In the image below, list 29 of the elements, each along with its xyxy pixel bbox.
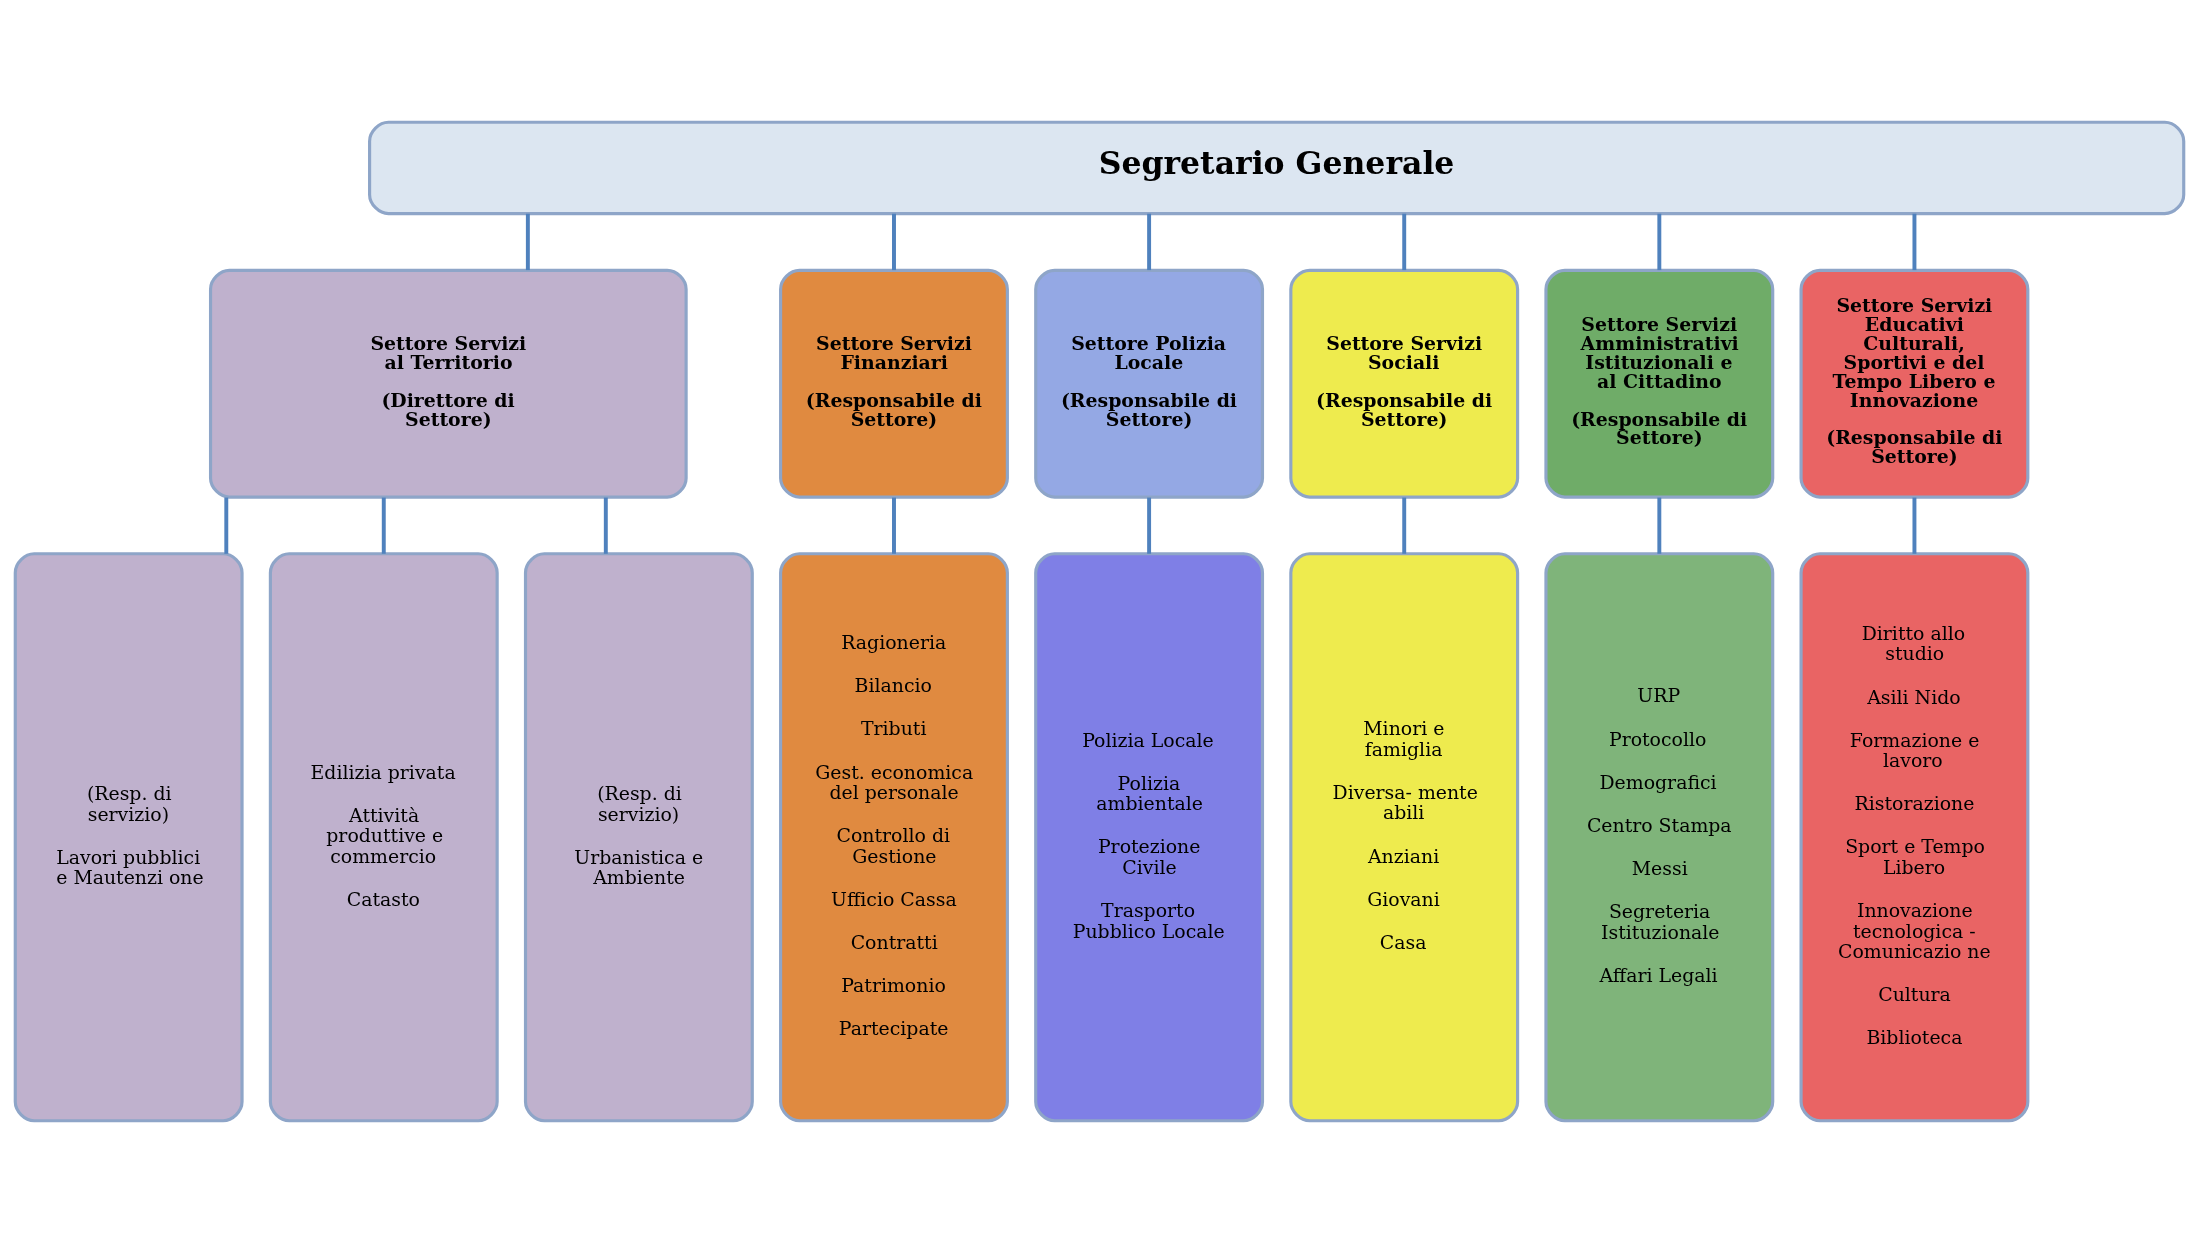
connector <box>1147 497 1152 554</box>
connector <box>525 213 530 271</box>
node-box: Diritto allo studio Asili Nido Formazione e lavoro Ristorazione Sport e Tempo Libero Innovazione tecnologica - Comunicazio ne Cultura Biblioteca <box>1799 552 2030 1123</box>
node-box: Settore Servizi Amministrativi Istituzionali e al Cittadino (Responsabile di Settore) <box>1544 268 1775 499</box>
connector <box>892 213 896 271</box>
node-box: Edilizia privata Attività produttive e commercio Catasto <box>268 552 499 1123</box>
connector <box>603 497 608 554</box>
node-box: Settore Polizia Locale (Responsabile di Settore) <box>1034 268 1265 499</box>
node-box: URP Protocollo Demografici Centro Stampa Messi Segreteria Istituzionale Affari Legali <box>1544 552 1775 1123</box>
connector <box>1657 213 1662 271</box>
node-box: (Resp. di servizio) Urbanistica e Ambiente <box>523 552 754 1123</box>
connector <box>1402 497 1407 554</box>
connector <box>892 497 896 554</box>
node-box: (Resp. di servizio) Lavori pubblici e Mautenzi one <box>13 552 244 1123</box>
node-box: Settore Servizi Finanziari (Responsabile di Settore) <box>779 268 1009 499</box>
node-box: Segretario Generale <box>368 120 2186 216</box>
node-box: Settore Servizi Educativi Culturali, Sportivi e del Tempo Libero e Innovazione (Responsabile di Settore) <box>1799 268 2030 499</box>
connector <box>1912 497 1917 554</box>
connector <box>1402 213 1407 271</box>
connector <box>1912 213 1917 271</box>
node-box: Settore Servizi Sociali (Responsabile di Settore) <box>1289 268 1520 499</box>
connector <box>224 497 229 554</box>
node-box: Settore Servizi al Territorio (Direttore di Settore) <box>208 268 688 499</box>
node-box: Ragioneria Bilancio Tributi Gest. economica del personale Controllo di Gestione Ufficio Cassa Contratti Patrimonio Partecipate <box>779 552 1009 1123</box>
connector <box>1657 497 1662 554</box>
connector <box>381 497 386 554</box>
connector <box>1147 213 1152 271</box>
node-box: Polizia Locale Polizia ambientale Protezione Civile Trasporto Pubblico Locale <box>1034 552 1265 1123</box>
node-box: Minori e famiglia Diversa- mente abili Anziani Giovani Casa <box>1289 552 1520 1123</box>
